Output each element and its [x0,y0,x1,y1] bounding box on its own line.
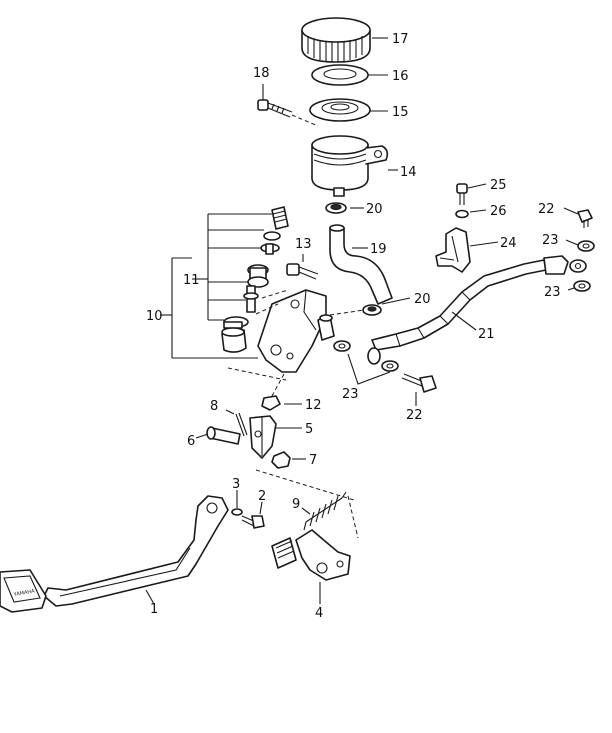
banjo-washer-upper [577,240,595,252]
callout-20-lower: 20 [414,292,431,307]
callout-18: 18 [253,66,270,81]
master-cylinder-bolt [286,263,319,280]
union-bolt-upper [577,209,593,228]
callout-24: 24 [500,236,517,251]
callout-17: 17 [392,32,409,47]
piston-kit [221,206,289,353]
return-spring [303,491,347,531]
pedal-pivot-shaft [271,529,351,581]
callout-2: 2 [258,489,266,504]
callout-23-lower: 23 [342,387,359,402]
hose-guide [435,227,471,273]
pushrod-nut [261,395,281,411]
callout-20-upper: 20 [366,202,383,217]
diaphragm [309,98,371,122]
callout-21: 21 [478,327,495,342]
callout-26: 26 [490,204,507,219]
callout-16: 16 [392,69,409,84]
pushrod-clevis [249,415,277,459]
callout-9: 9 [292,497,300,512]
hose-clamp-upper [325,202,347,214]
hose-guide-screw [456,183,468,205]
callout-7: 7 [309,453,317,468]
callout-23-upper: 23 [542,233,559,248]
callout-8: 8 [210,399,218,414]
callout-5: 5 [305,422,313,437]
clevis-pin [206,426,241,445]
brake-hose [367,255,587,365]
callout-11: 11 [183,273,200,288]
callout-12: 12 [305,398,322,413]
pedal-washer [231,508,243,516]
clevis-nut [271,451,291,469]
callout-19: 19 [370,242,387,257]
brake-pedal: YAMAHA [0,495,229,613]
callout-1: 1 [150,602,158,617]
reservoir-cap [301,17,371,63]
callout-14: 14 [400,165,417,180]
banjo-washer-upper-2 [573,280,591,292]
callout-10: 10 [146,309,163,324]
banjo-washer-lower [333,340,351,352]
pedal-pad-marking: YAMAHA [12,588,35,598]
union-bolt-lower [401,373,437,393]
reservoir-tank [311,135,389,197]
callout-22-upper: 22 [538,202,555,217]
callout-15: 15 [392,105,409,120]
hose-clamp-lower [362,304,382,316]
callout-23-right: 23 [544,285,561,300]
master-cylinder-body [257,289,335,373]
pedal-bolt [241,515,265,529]
callout-13: 13 [295,237,312,252]
callout-25: 25 [490,178,507,193]
diaphragm-plate [311,64,369,86]
callout-22-lower: 22 [406,408,423,423]
banjo-washer-lower-2 [381,360,399,372]
reservoir-hose [329,224,393,305]
callout-6: 6 [187,434,195,449]
cotter-pin [235,412,248,437]
hose-guide-washer [455,209,469,219]
callout-4: 4 [315,606,323,621]
callout-3: 3 [232,477,240,492]
reservoir-screw [257,99,293,118]
